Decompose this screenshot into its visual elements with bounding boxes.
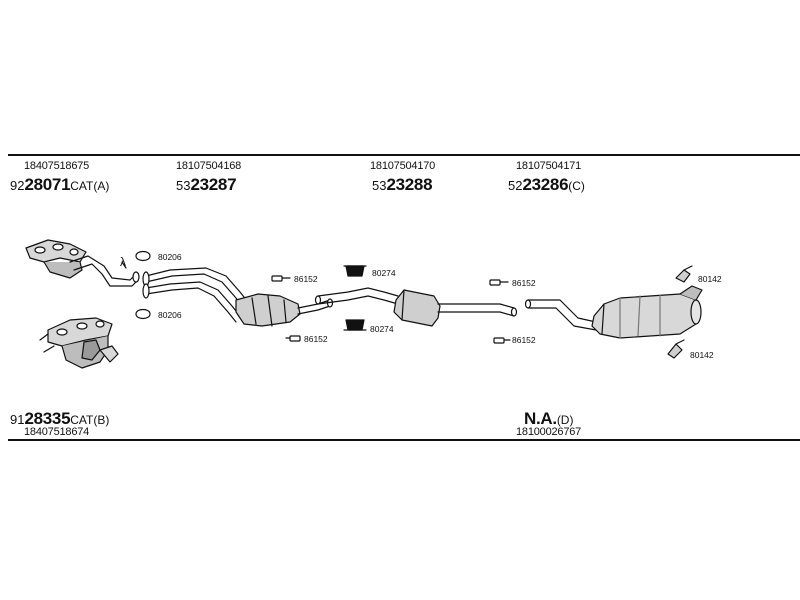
- callout-label: 80142: [690, 350, 714, 360]
- part-main-number: 28071: [24, 175, 71, 194]
- part-prefix: 91: [10, 412, 25, 427]
- part-suffix: CAT(A): [70, 179, 110, 193]
- part-prefix: 92: [10, 178, 25, 193]
- front-pipe: [142, 267, 334, 327]
- part-suffix: (D): [556, 413, 574, 427]
- rear-silencer: [524, 285, 703, 339]
- oe-number: 18407518674: [24, 426, 90, 438]
- oe-number: 18107504171: [516, 160, 582, 172]
- callout-label: 80274: [372, 268, 396, 278]
- clamp-icon: [493, 337, 511, 344]
- part-main-number: N.A.: [524, 409, 557, 428]
- bottom-divider: [8, 439, 800, 441]
- callout-label: 86152: [512, 335, 536, 345]
- callout-label: 80206: [158, 310, 182, 320]
- callout-label: 80274: [370, 324, 394, 334]
- part-main-number: 23288: [386, 175, 433, 194]
- part-suffix: CAT(B): [70, 413, 110, 427]
- callout-label: 86152: [304, 334, 328, 344]
- callout-label: 86152: [512, 278, 536, 288]
- part-main-number: 23287: [190, 175, 237, 194]
- part-number-cat-b: 9128335CAT(B): [10, 410, 109, 428]
- part-prefix: 53: [372, 178, 387, 193]
- hanger-icon: [675, 265, 693, 283]
- oe-number: 18107504168: [176, 160, 242, 172]
- clamp-icon: [489, 279, 509, 286]
- part-number-middle-silencer: 5323288: [372, 175, 433, 194]
- lambda-symbol: λ: [120, 255, 126, 269]
- catalytic-converter-a: [25, 239, 140, 287]
- part-number-rear-silencer-c: 5223286(C): [508, 176, 585, 194]
- oe-number: 18100026767: [516, 426, 582, 438]
- part-prefix: 53: [176, 178, 191, 193]
- middle-silencer: [314, 287, 518, 327]
- hanger-icon: [667, 339, 685, 359]
- part-prefix: 52: [508, 178, 523, 193]
- rubber-mount-icon: [343, 265, 367, 277]
- part-number-front-pipe: 5323287: [176, 175, 237, 194]
- top-divider: [8, 154, 800, 156]
- callout-label: 86152: [294, 274, 318, 284]
- part-number-d: N.A.(D): [524, 410, 573, 428]
- rubber-mount-icon: [343, 319, 367, 331]
- oe-number: 18407518675: [24, 160, 90, 172]
- clamp-icon: [271, 275, 291, 282]
- part-main-number: 28335: [24, 409, 71, 428]
- clamp-icon: [285, 335, 301, 342]
- catalytic-converter-b: [39, 317, 119, 369]
- lambda-sensor-lead: [121, 261, 127, 269]
- oe-number: 18107504170: [370, 160, 436, 172]
- callout-label: 80206: [158, 252, 182, 262]
- part-suffix: (C): [568, 179, 585, 193]
- gasket-ring-icon: [135, 250, 151, 262]
- part-number-cat-a: 9228071CAT(A): [10, 176, 109, 194]
- callout-label: 80142: [698, 274, 722, 284]
- part-main-number: 23286: [522, 175, 569, 194]
- gasket-ring-icon: [135, 308, 151, 320]
